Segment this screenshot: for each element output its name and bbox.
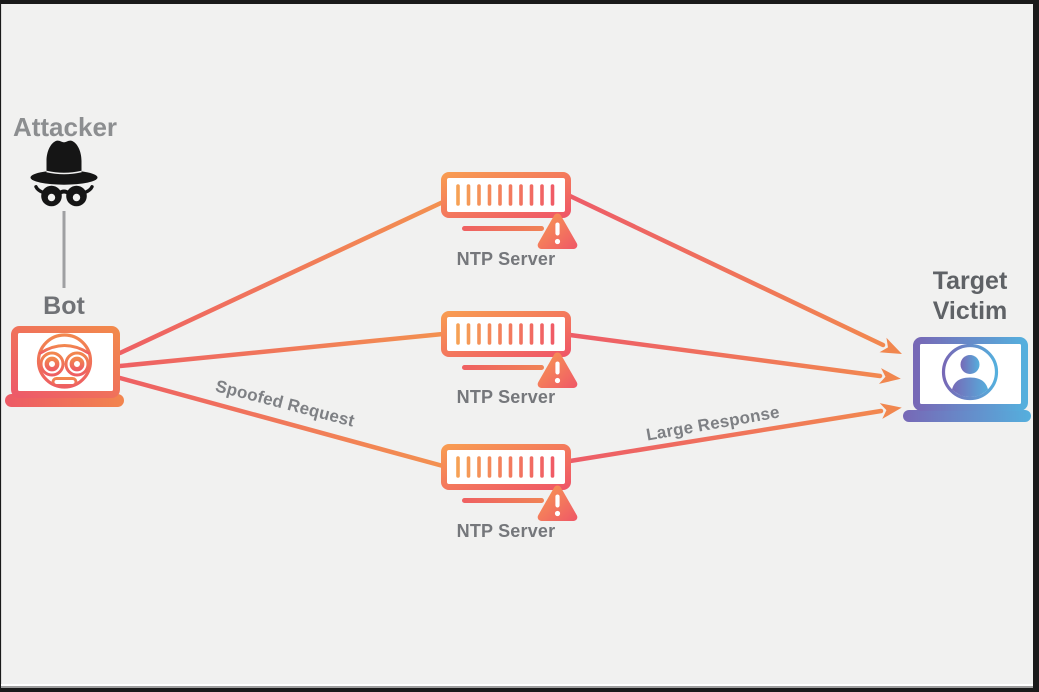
ntp-server-icon-3 <box>444 447 577 521</box>
attacker-label: Attacker <box>12 112 118 142</box>
spy-hat-crown <box>46 140 82 173</box>
target-laptop-base <box>903 410 1031 422</box>
bot-laptop-icon <box>5 326 124 407</box>
spoofed-request-line-2 <box>117 331 446 369</box>
ntp-server-label-2: NTP Server <box>456 387 556 407</box>
large-response-arrow-1 <box>567 193 902 355</box>
target-victim-label: Target Victim <box>932 267 1008 325</box>
target-laptop-screen <box>913 337 1028 411</box>
target-laptop-icon <box>903 337 1031 422</box>
victim-user-icon <box>941 343 999 401</box>
ntp-server-icon-2 <box>444 314 577 388</box>
spoofed-request-line-3 <box>117 375 446 469</box>
large-response-arrows <box>567 193 902 464</box>
large-response-arrow-3 <box>567 403 902 464</box>
robot-face-icon <box>36 333 93 389</box>
spoofed-request-line-1 <box>117 199 446 356</box>
attacker-spy-icon <box>30 140 98 207</box>
spy-hat-brim <box>30 170 98 185</box>
spy-glasses <box>34 185 94 207</box>
ntp-server-label-1: NTP Server <box>456 249 556 269</box>
large-response-arrow-2 <box>567 332 901 384</box>
bot-label: Bot <box>43 292 85 320</box>
ntp-server-icon-1 <box>444 175 577 249</box>
ntp-server-label-3: NTP Server <box>456 521 556 541</box>
spoofed-request-lines <box>117 199 446 469</box>
bottom-frame-trim <box>1 684 1033 688</box>
